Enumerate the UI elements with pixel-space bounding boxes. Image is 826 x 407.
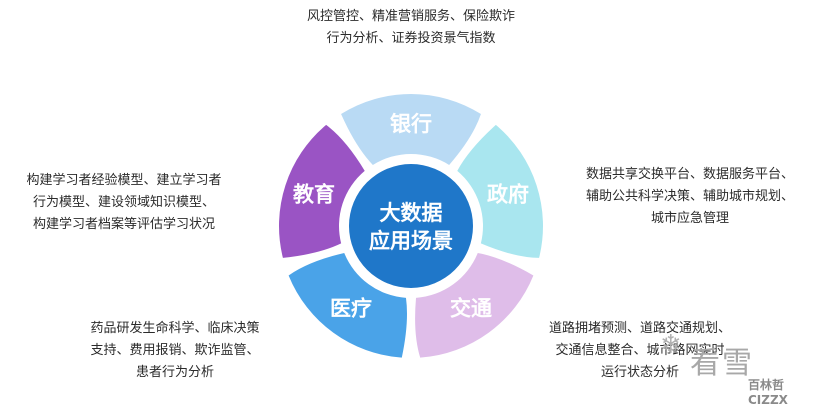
segment-label-transport: 交通 bbox=[450, 297, 492, 321]
desc-gov: 数据共享交换平台、数据服务平台、 辅助公共科学决策、辅助城市规划、 城市应急管理 bbox=[575, 164, 805, 230]
center-title-line2: 应用场景 bbox=[369, 229, 453, 253]
snowflake-icon: ❄ bbox=[660, 330, 682, 360]
segment-label-edu: 教育 bbox=[293, 182, 335, 206]
center-circle bbox=[349, 164, 473, 288]
desc-transport-line: 交通信息整合、城市路网实时 bbox=[555, 343, 725, 358]
desc-gov-line: 辅助公共科学决策、辅助城市规划、 bbox=[585, 189, 794, 204]
segment-transport bbox=[415, 252, 534, 358]
desc-education: 构建学习者经验模型、建立学习者 行为模型、建设领域知识模型、 构建学习者档案等评… bbox=[8, 170, 240, 236]
desc-bank-line: 风控管控、精准营销服务、保险欺诈 bbox=[306, 9, 515, 24]
segment-gov bbox=[457, 124, 543, 258]
desc-gov-line: 城市应急管理 bbox=[650, 211, 729, 226]
desc-bank-line: 行为分析、证券投资景气指数 bbox=[326, 31, 496, 46]
segment-label-gov: 政府 bbox=[487, 182, 529, 206]
segment-label-medical: 医疗 bbox=[330, 297, 372, 321]
segment-edu bbox=[279, 124, 365, 258]
desc-medical-line: 支持、费用报销、欺诈监管、 bbox=[90, 343, 260, 358]
desc-transport-line: 道路拥堵预测、道路交通规划、 bbox=[548, 321, 731, 336]
desc-education-line: 行为模型、建设领域知识模型、 bbox=[32, 195, 215, 210]
center-title-line1: 大数据 bbox=[380, 201, 443, 225]
desc-bank: 风控管控、精准营销服务、保险欺诈 行为分析、证券投资景气指数 bbox=[276, 6, 546, 50]
desc-medical-line: 药品研发生命科学、临床决策 bbox=[90, 321, 260, 336]
segment-label-bank: 银行 bbox=[390, 112, 432, 136]
watermark-text: 看雪 bbox=[690, 346, 754, 381]
desc-education-line: 构建学习者档案等评估学习状况 bbox=[32, 217, 215, 232]
desc-transport: 道路拥堵预测、道路交通规划、 交通信息整合、城市路网实时 运行状态分析 bbox=[530, 318, 750, 384]
watermark-logo: 百林哲 CIZZX bbox=[748, 378, 788, 407]
desc-gov-line: 数据共享交换平台、数据服务平台、 bbox=[585, 167, 794, 182]
desc-transport-line: 运行状态分析 bbox=[600, 365, 679, 380]
desc-education-line: 构建学习者经验模型、建立学习者 bbox=[26, 173, 222, 188]
segment-medical bbox=[288, 252, 408, 358]
desc-medical: 药品研发生命科学、临床决策 支持、费用报销、欺诈监管、 患者行为分析 bbox=[70, 318, 280, 384]
segment-bank bbox=[341, 94, 481, 165]
desc-medical-line: 患者行为分析 bbox=[135, 365, 214, 380]
